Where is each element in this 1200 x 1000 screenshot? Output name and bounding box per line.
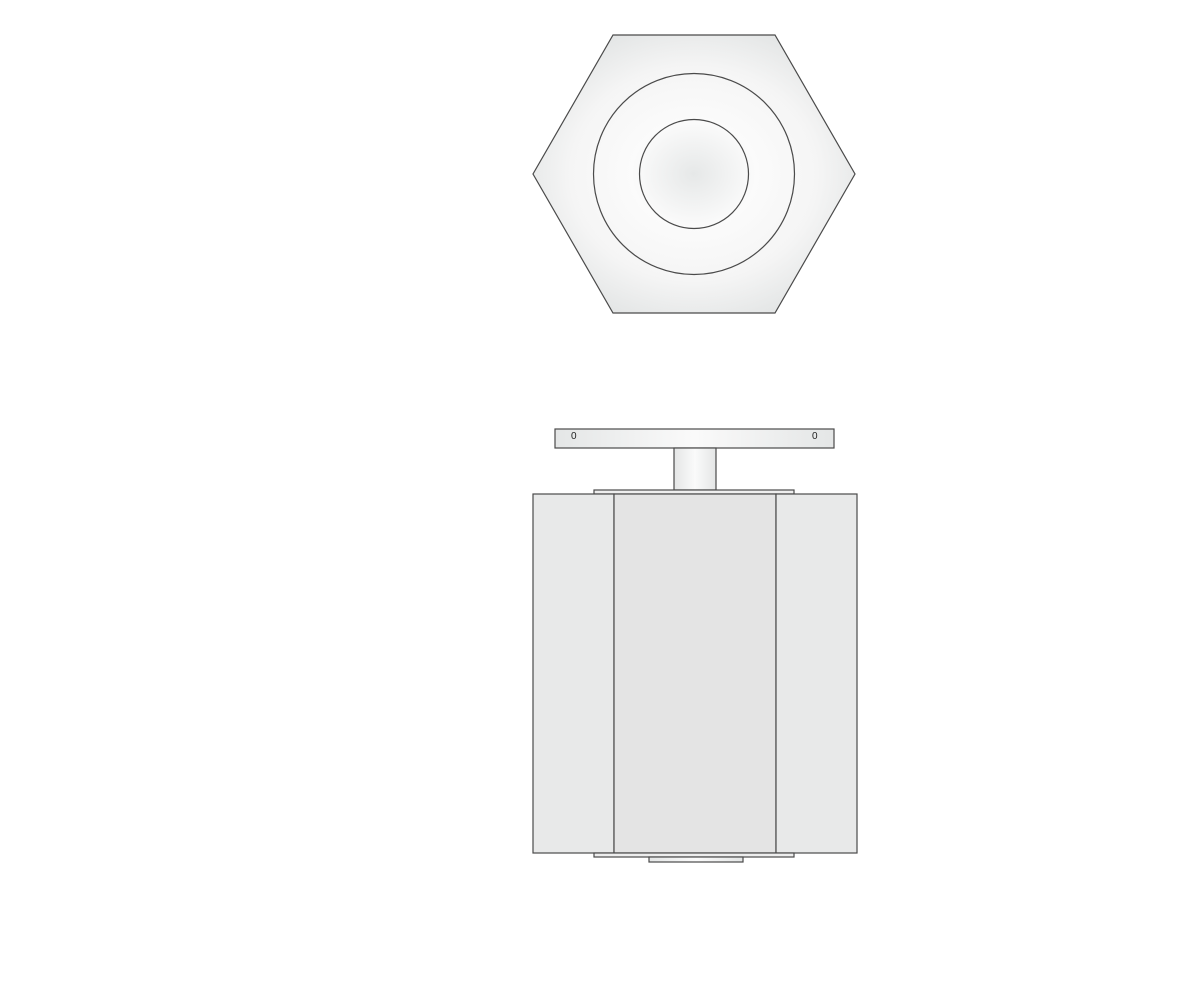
side-view: 0 0	[532, 428, 858, 863]
top-plate	[554, 428, 835, 449]
inner-circle	[638, 118, 750, 230]
plate-label-right: 0	[812, 431, 818, 442]
hexagon-outline	[532, 34, 856, 314]
body-left-face	[532, 493, 615, 854]
outer-circle	[592, 72, 796, 276]
stem	[673, 447, 717, 491]
body-center-face	[613, 493, 777, 854]
top-view	[532, 34, 856, 314]
plate-label-left: 0	[571, 431, 577, 442]
bottom-boss	[648, 856, 744, 863]
body-right-face	[775, 493, 858, 854]
